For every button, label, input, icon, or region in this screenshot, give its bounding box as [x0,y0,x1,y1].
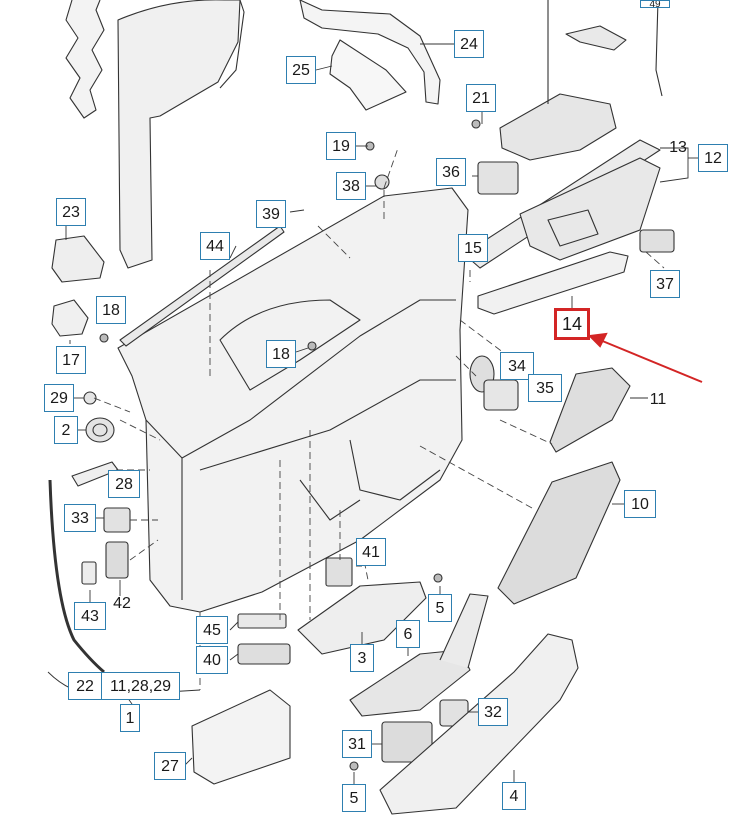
callout-38[interactable]: 38 [336,172,366,200]
callout-36[interactable]: 36 [436,158,466,186]
seal-strip-drawing [65,0,105,119]
trim-strip-44-drawing [119,225,285,347]
callout-18a[interactable]: 18 [96,296,126,324]
callout-18b[interactable]: 18 [266,340,296,368]
callout-28[interactable]: 28 [108,470,140,498]
callout-2[interactable]: 2 [54,416,78,444]
seal-22-drawing [48,479,105,674]
cover-23-drawing [51,235,105,283]
regulator-drawing [499,93,617,161]
callout-4[interactable]: 4 [502,782,526,810]
callout-ref-11-28-29[interactable]: 11,28,29 [102,672,180,700]
callout-37[interactable]: 37 [650,270,680,298]
grille-10-drawing [497,461,621,605]
callout-11[interactable]: 11 [649,391,667,408]
callout-45[interactable]: 45 [196,616,228,644]
callout-32[interactable]: 32 [478,698,508,726]
callout-40[interactable]: 40 [196,646,228,674]
switch-carrier-drawing [349,649,471,717]
bracket-25-drawing [329,39,407,111]
control-unit-drawing [191,689,291,785]
callout-15[interactable]: 15 [458,234,488,262]
callout-1[interactable]: 1 [120,704,140,732]
callout-13[interactable]: 13 [669,139,687,156]
bracket-17-drawing [51,299,89,337]
callout-21[interactable]: 21 [466,84,496,112]
callout-44[interactable]: 44 [200,232,230,260]
callout-39[interactable]: 39 [256,200,286,228]
callout-29[interactable]: 29 [44,384,74,412]
callout-5a[interactable]: 5 [428,594,452,622]
callout-27[interactable]: 27 [154,752,186,780]
callout-14-highlighted[interactable]: 14 [554,308,590,340]
highlight-arrow [587,332,703,383]
trim-14-drawing [477,251,629,315]
callout-25[interactable]: 25 [286,56,316,84]
callout-6[interactable]: 6 [396,620,420,648]
callout-43[interactable]: 43 [74,602,106,630]
callout-12[interactable]: 12 [698,144,728,172]
frame-trim-drawing [117,0,241,269]
callout-23[interactable]: 23 [56,198,86,226]
callout-41[interactable]: 41 [356,538,386,566]
callout-3[interactable]: 3 [350,644,374,672]
callout-42[interactable]: 42 [113,595,131,612]
callout-22[interactable]: 22 [68,672,102,700]
callout-31[interactable]: 31 [342,730,372,758]
callout-35[interactable]: 35 [528,374,562,402]
callout-10[interactable]: 10 [624,490,656,518]
callout-24[interactable]: 24 [454,30,484,58]
callout-19[interactable]: 19 [326,132,356,160]
grille-11-drawing [549,367,631,453]
callout-33[interactable]: 33 [64,504,96,532]
callout-49[interactable]: 49 [640,0,670,8]
door-panel-drawing [117,187,469,613]
callout-17[interactable]: 17 [56,346,86,374]
armrest-3-drawing [297,581,427,655]
window-trim-drawing [299,0,441,105]
callout-5b[interactable]: 5 [342,784,366,812]
